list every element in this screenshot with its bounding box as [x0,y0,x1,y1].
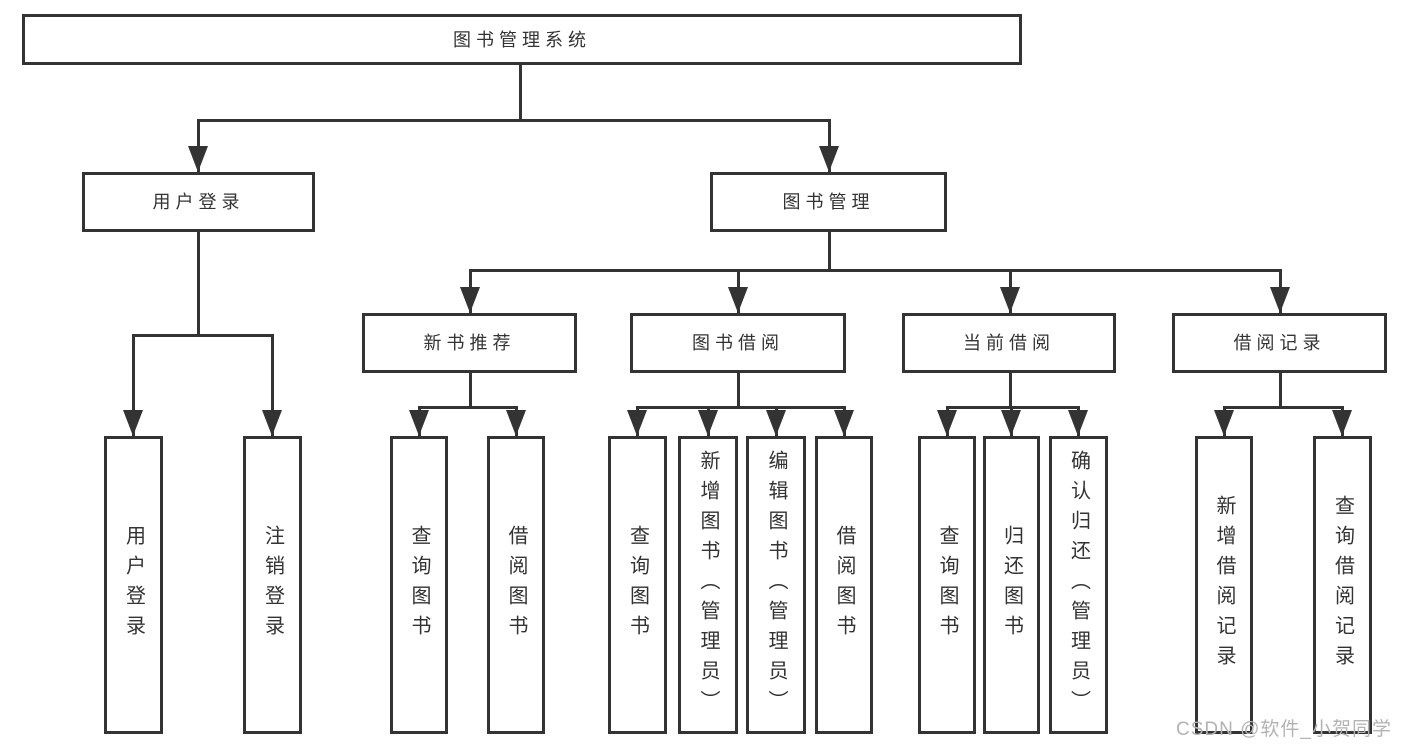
node-label: 当前借阅 [963,333,1055,353]
node-library-system: 图书管理系统 [22,14,1022,65]
arrow-down-icon [834,410,854,436]
leaf-add-borrow-record: 新增借阅记录 [1195,436,1253,734]
connector-line [737,373,740,409]
leaf-edit-book-admin: 编辑图书（管理员） [746,436,806,734]
connector-line [828,232,831,272]
leaf-confirm-return-admin: 确认归还（管理员） [1049,436,1108,734]
connector-line [132,334,135,436]
connector-line [828,119,831,172]
node-current-borrowing: 当前借阅 [902,313,1116,373]
node-label: 借阅记录 [1233,333,1326,353]
leaf-query-books-borrowing: 查询图书 [608,436,667,734]
node-borrow-records: 借阅记录 [1172,313,1387,373]
arrow-down-icon [728,287,748,313]
leaf-label: 新增借阅记录 [1213,495,1235,675]
leaf-label: 查询借阅记录 [1331,495,1354,675]
connector-line [271,334,274,436]
leaf-label: 归还图书 [1000,525,1023,645]
leaf-label: 查询图书 [408,525,430,645]
arrow-down-icon [1214,410,1234,436]
arrow-down-icon [1332,410,1352,436]
connector-line [1009,373,1012,409]
leaf-label: 新增图书（管理员） [697,450,719,720]
leaf-label: 用户登录 [122,525,145,645]
leaf-label: 注销登录 [261,525,284,645]
node-label: 用户登录 [152,192,245,212]
connector-line [132,334,274,337]
arrow-down-icon [819,146,839,172]
connector-line [1223,406,1343,409]
arrow-down-icon [409,410,429,436]
leaf-label: 查询图书 [626,525,649,645]
arrow-down-icon [1270,287,1290,313]
arrow-down-icon [698,410,718,436]
leaf-query-borrow-record: 查询借阅记录 [1313,436,1372,734]
leaf-query-books-current: 查询图书 [918,436,976,734]
node-book-borrowing: 图书借阅 [630,313,846,373]
leaf-label: 确认归还（管理员） [1067,450,1090,720]
arrow-down-icon [460,287,480,313]
connector-line [469,373,472,409]
csdn-watermark: CSDN @软件_小贺同学 [1176,719,1392,740]
leaf-borrow-books-recommend: 借阅图书 [487,436,545,734]
arrow-down-icon [1000,287,1020,313]
connector-line [1279,373,1282,409]
arrow-down-icon [188,146,208,172]
node-label: 新书推荐 [423,333,516,353]
connector-line [418,406,518,409]
leaf-label: 借阅图书 [833,525,855,645]
arrow-down-icon [766,410,786,436]
node-label: 图书借阅 [692,333,784,353]
arrow-down-icon [123,410,143,436]
arrow-down-icon [262,410,282,436]
connector-line [197,119,200,172]
leaf-borrow-books: 借阅图书 [815,436,873,734]
connector-line [469,269,1281,272]
arrow-down-icon [506,410,526,436]
arrow-down-icon [937,410,957,436]
leaf-add-book-admin: 新增图书（管理员） [678,436,738,734]
node-user-login-branch: 用户登录 [82,172,315,232]
node-book-management: 图书管理 [710,172,947,232]
connector-line [519,64,522,122]
leaf-label: 查询图书 [936,525,958,645]
arrow-down-icon [1001,410,1021,436]
node-new-book-recommend: 新书推荐 [362,313,577,373]
leaf-query-books-recommend: 查询图书 [390,436,448,734]
leaf-user-login: 用户登录 [104,436,163,734]
leaf-label: 借阅图书 [505,525,527,645]
connector-line [636,406,845,409]
connector-line [197,119,831,122]
leaf-return-book: 归还图书 [983,436,1040,734]
leaf-label: 编辑图书（管理员） [765,450,787,720]
node-label: 图书管理 [782,192,875,212]
connector-line [197,232,200,337]
arrow-down-icon [1068,410,1088,436]
leaf-logout: 注销登录 [243,436,302,734]
node-label: 图书管理系统 [453,29,591,50]
arrow-down-icon [627,410,647,436]
